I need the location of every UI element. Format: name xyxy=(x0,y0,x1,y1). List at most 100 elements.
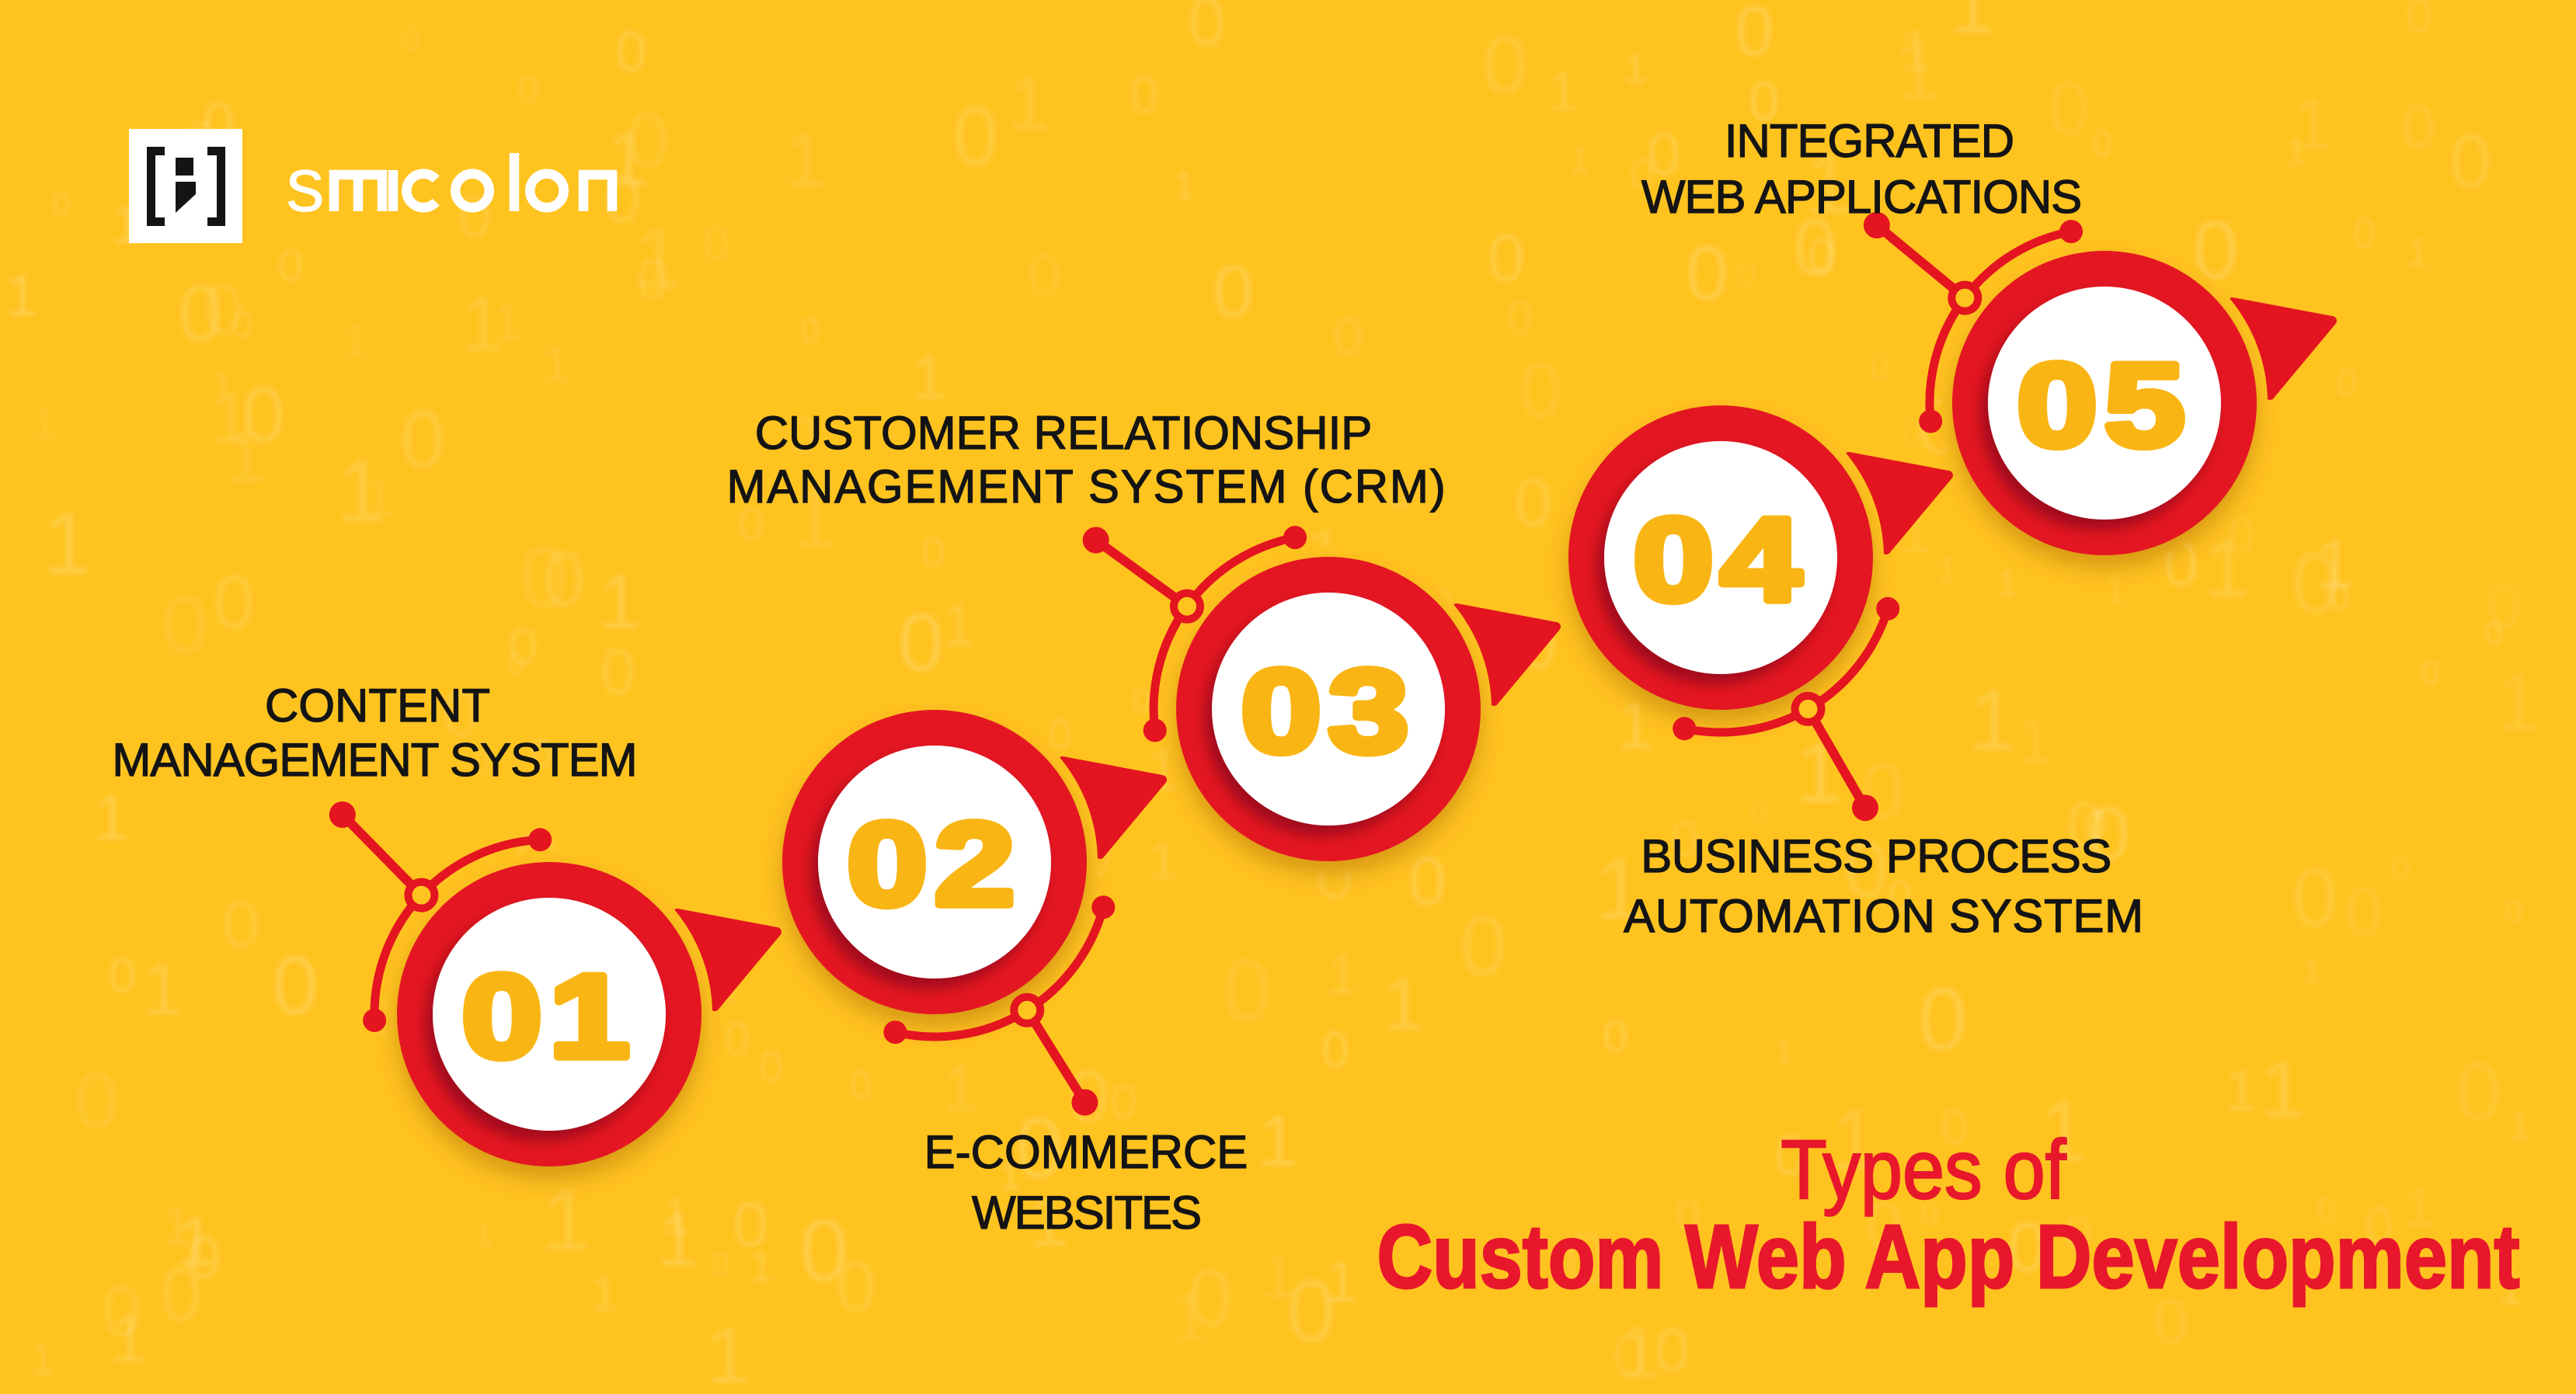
svg-text:0: 0 xyxy=(733,1188,768,1260)
svg-text:1: 1 xyxy=(1008,61,1050,146)
svg-text:0: 0 xyxy=(626,98,670,185)
svg-text:04: 04 xyxy=(1634,493,1808,625)
svg-text:0: 0 xyxy=(2064,1206,2092,1262)
svg-text:0: 0 xyxy=(712,1246,729,1281)
svg-text:0: 0 xyxy=(102,1271,142,1351)
svg-text:0: 0 xyxy=(2390,848,2411,888)
svg-text:1: 1 xyxy=(1262,1244,1295,1309)
svg-text:0: 0 xyxy=(518,68,539,110)
svg-text:0: 0 xyxy=(1671,810,1699,867)
svg-text:E-COMMERCE: E-COMMERCE xyxy=(924,1126,1248,1178)
svg-text:0: 0 xyxy=(2049,66,2090,151)
svg-text:1: 1 xyxy=(1831,1092,1879,1188)
svg-text:0: 0 xyxy=(222,887,259,962)
svg-text:1: 1 xyxy=(1775,1034,1793,1070)
svg-text:1: 1 xyxy=(1894,22,1942,118)
svg-text:0: 0 xyxy=(952,89,999,183)
svg-text:1: 1 xyxy=(750,1243,774,1291)
svg-text:1: 1 xyxy=(662,1187,691,1245)
svg-text:0: 0 xyxy=(2449,119,2491,203)
svg-text:1: 1 xyxy=(1327,944,1358,1006)
svg-text:0: 0 xyxy=(1321,1021,1349,1078)
svg-text:1: 1 xyxy=(43,495,92,593)
svg-text:0: 0 xyxy=(278,241,303,291)
svg-text:1: 1 xyxy=(2285,131,2306,173)
svg-text:0: 0 xyxy=(790,408,817,463)
svg-text:0: 0 xyxy=(1676,1190,1701,1239)
svg-text:0: 0 xyxy=(2007,1208,2047,1287)
svg-text:0: 0 xyxy=(2353,211,2376,257)
svg-text:0: 0 xyxy=(520,528,569,626)
svg-text:0: 0 xyxy=(52,186,70,222)
svg-text:1: 1 xyxy=(590,1265,618,1322)
svg-text:1: 1 xyxy=(110,1299,148,1377)
svg-text:0: 0 xyxy=(759,1042,783,1091)
svg-text:0: 0 xyxy=(637,249,669,311)
svg-text:1: 1 xyxy=(542,1171,591,1269)
svg-text:0: 0 xyxy=(1110,1074,1138,1130)
svg-text:0: 0 xyxy=(2066,788,2104,864)
svg-text:0: 0 xyxy=(1861,746,1905,836)
svg-text:0: 0 xyxy=(162,577,208,671)
svg-text:0: 0 xyxy=(1888,871,1913,921)
svg-text:0: 0 xyxy=(2088,791,2130,876)
svg-text:0: 0 xyxy=(531,732,553,777)
svg-text:WEB APPLICATIONS: WEB APPLICATIONS xyxy=(1641,171,2081,223)
svg-text:0: 0 xyxy=(402,21,420,59)
svg-text:1: 1 xyxy=(942,1052,979,1125)
svg-text:0: 0 xyxy=(1460,899,1507,994)
svg-text:1: 1 xyxy=(224,413,266,498)
svg-text:1: 1 xyxy=(212,363,232,405)
svg-text:0: 0 xyxy=(2365,1197,2393,1255)
svg-text:0: 0 xyxy=(2345,873,2383,950)
svg-text:0: 0 xyxy=(703,217,729,270)
svg-text:1: 1 xyxy=(176,1204,215,1281)
svg-text:1: 1 xyxy=(475,1217,493,1254)
svg-text:1: 1 xyxy=(2509,1106,2530,1148)
svg-text:1: 1 xyxy=(1029,1182,1068,1261)
svg-text:0: 0 xyxy=(850,1063,872,1107)
svg-text:0: 0 xyxy=(1133,682,1151,720)
svg-text:0: 0 xyxy=(1647,120,1680,188)
svg-text:0: 0 xyxy=(1735,0,1774,71)
svg-text:0: 0 xyxy=(1918,970,1968,1069)
svg-text:0: 0 xyxy=(2456,1046,2501,1138)
svg-text:1: 1 xyxy=(2225,1058,2257,1123)
svg-text:0: 0 xyxy=(2292,850,2338,944)
svg-text:1: 1 xyxy=(1383,964,1424,1046)
svg-text:1: 1 xyxy=(1595,840,1643,937)
svg-text:1: 1 xyxy=(2407,231,2429,276)
svg-text:1: 1 xyxy=(1170,1278,1209,1356)
svg-text:1: 1 xyxy=(656,1197,699,1282)
svg-text:CUSTOMER RELATIONSHIP: CUSTOMER RELATIONSHIP xyxy=(755,407,1373,459)
svg-text:0: 0 xyxy=(615,21,647,84)
svg-text:0: 0 xyxy=(1388,473,1410,517)
svg-text:0: 0 xyxy=(836,1246,876,1327)
svg-text:03: 03 xyxy=(1241,645,1416,777)
svg-text:WEBSITES: WEBSITES xyxy=(972,1187,1200,1239)
svg-text:0: 0 xyxy=(1514,464,1553,541)
svg-text:1: 1 xyxy=(1547,61,1579,123)
svg-text:1: 1 xyxy=(494,294,522,350)
svg-text:1: 1 xyxy=(2105,569,2126,611)
svg-text:0: 0 xyxy=(542,537,586,624)
svg-text:0: 0 xyxy=(799,1201,849,1301)
svg-text:1: 1 xyxy=(1969,673,2017,769)
svg-text:s: s xyxy=(286,141,325,228)
svg-text:0: 0 xyxy=(213,559,256,645)
svg-text:MANAGEMENT SYSTEM: MANAGEMENT SYSTEM xyxy=(112,734,636,786)
svg-text:0: 0 xyxy=(507,646,525,682)
svg-text:0: 0 xyxy=(2317,1190,2336,1229)
svg-text:02: 02 xyxy=(848,798,1022,930)
svg-text:1: 1 xyxy=(2204,523,2249,614)
svg-text:1: 1 xyxy=(165,739,186,780)
svg-text:0: 0 xyxy=(1603,1011,1628,1062)
svg-text:0: 0 xyxy=(2227,507,2255,563)
svg-text:0: 0 xyxy=(1793,203,1837,292)
svg-text:0: 0 xyxy=(1188,1253,1233,1344)
svg-text:0: 0 xyxy=(1222,941,1272,1041)
svg-text:0: 0 xyxy=(1865,1187,1903,1264)
svg-text:1: 1 xyxy=(93,781,129,853)
svg-text:1: 1 xyxy=(5,262,38,328)
svg-text:0: 0 xyxy=(1749,71,1780,133)
